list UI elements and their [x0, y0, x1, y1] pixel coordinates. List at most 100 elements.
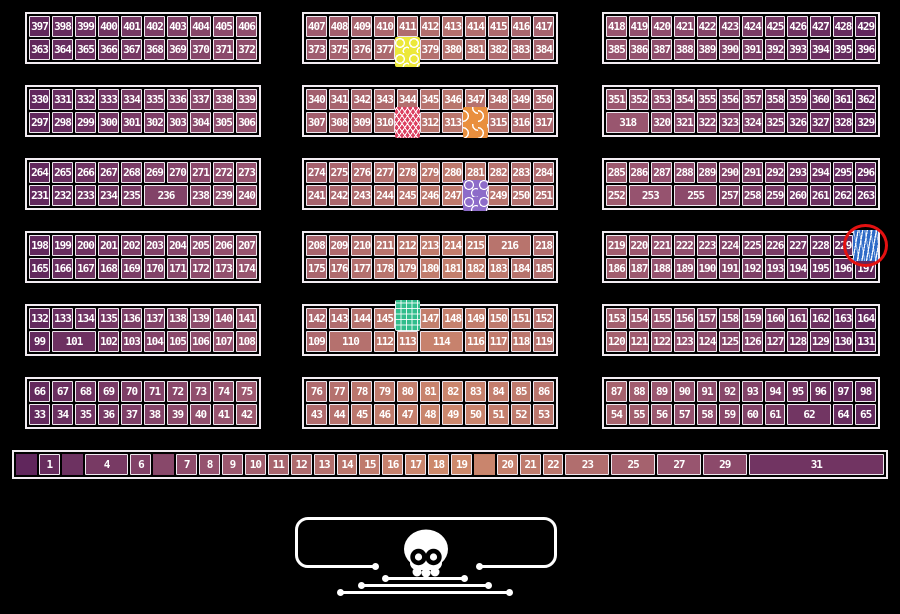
- tile-81[interactable]: 81: [419, 381, 441, 402]
- tile-13[interactable]: 13: [313, 454, 335, 475]
- tile-318[interactable]: 318: [606, 112, 650, 133]
- tile-235[interactable]: 235: [121, 185, 142, 206]
- tile-388[interactable]: 388: [673, 39, 695, 60]
- tile-361[interactable]: 361: [832, 89, 854, 110]
- tile-7[interactable]: 7: [176, 454, 198, 475]
- tile-224[interactable]: 224: [719, 235, 740, 256]
- tile-55[interactable]: 55: [628, 404, 650, 425]
- tile-48[interactable]: 48: [419, 404, 441, 425]
- tile-252[interactable]: 252: [606, 185, 627, 206]
- tile-87[interactable]: 87: [606, 381, 627, 402]
- tile-232[interactable]: 232: [52, 185, 73, 206]
- tile-306[interactable]: 306: [236, 112, 257, 133]
- tile-76[interactable]: 76: [306, 381, 327, 402]
- tile-272[interactable]: 272: [213, 162, 234, 183]
- tile-18[interactable]: 18: [428, 454, 449, 475]
- tile-214[interactable]: 214: [442, 235, 464, 256]
- tile-43[interactable]: 43: [306, 404, 327, 425]
- tile-147[interactable]: 147: [419, 308, 441, 329]
- tile-371[interactable]: 371: [213, 39, 234, 60]
- tile-236[interactable]: 236: [144, 185, 188, 206]
- tile-289[interactable]: 289: [696, 162, 718, 183]
- tile-336[interactable]: 336: [167, 89, 188, 110]
- tile-154[interactable]: 154: [628, 308, 650, 329]
- tile-21[interactable]: 21: [519, 454, 541, 475]
- tile-395[interactable]: 395: [832, 39, 854, 60]
- tile-23[interactable]: 23: [565, 454, 610, 475]
- tile-140[interactable]: 140: [213, 308, 234, 329]
- tile-89[interactable]: 89: [651, 381, 672, 402]
- tile-291[interactable]: 291: [741, 162, 763, 183]
- tile-31[interactable]: 31: [748, 454, 884, 475]
- tile-260[interactable]: 260: [787, 185, 808, 206]
- tile-110[interactable]: 110: [328, 331, 373, 352]
- tile-45[interactable]: 45: [351, 404, 373, 425]
- tile-132[interactable]: 132: [29, 308, 50, 329]
- tile-136[interactable]: 136: [121, 308, 142, 329]
- tile-138[interactable]: 138: [167, 308, 188, 329]
- tile-101[interactable]: 101: [52, 331, 96, 352]
- tile-389[interactable]: 389: [696, 39, 718, 60]
- tile-270[interactable]: 270: [167, 162, 188, 183]
- special-tile-teal[interactable]: [394, 300, 420, 331]
- tile-90[interactable]: 90: [673, 381, 695, 402]
- tile-424[interactable]: 424: [741, 16, 763, 37]
- tile-71[interactable]: 71: [144, 381, 165, 402]
- tile-414[interactable]: 414: [465, 16, 486, 37]
- tile-253[interactable]: 253: [628, 185, 672, 206]
- tile-175[interactable]: 175: [306, 258, 327, 279]
- tile-247[interactable]: 247: [442, 185, 464, 206]
- tile-190[interactable]: 190: [696, 258, 718, 279]
- tile-303[interactable]: 303: [167, 112, 188, 133]
- tile-202[interactable]: 202: [121, 235, 142, 256]
- tile-355[interactable]: 355: [696, 89, 718, 110]
- tile-86[interactable]: 86: [533, 381, 554, 402]
- tile-40[interactable]: 40: [190, 404, 211, 425]
- tile-91[interactable]: 91: [696, 381, 718, 402]
- tile-340[interactable]: 340: [306, 89, 327, 110]
- tile-372[interactable]: 372: [236, 39, 257, 60]
- tile-325[interactable]: 325: [764, 112, 786, 133]
- tile-280[interactable]: 280: [442, 162, 464, 183]
- tile-12[interactable]: 12: [290, 454, 312, 475]
- tile-191[interactable]: 191: [719, 258, 740, 279]
- tile-393[interactable]: 393: [787, 39, 808, 60]
- tile-387[interactable]: 387: [651, 39, 672, 60]
- tile-320[interactable]: 320: [651, 112, 672, 133]
- tile-144[interactable]: 144: [351, 308, 373, 329]
- tile-406[interactable]: 406: [236, 16, 257, 37]
- tile-261[interactable]: 261: [809, 185, 831, 206]
- tile-4[interactable]: 4: [84, 454, 129, 475]
- tile-121[interactable]: 121: [628, 331, 650, 352]
- tile-288[interactable]: 288: [673, 162, 695, 183]
- tile-178[interactable]: 178: [374, 258, 395, 279]
- tile-338[interactable]: 338: [213, 89, 234, 110]
- tile-402[interactable]: 402: [144, 16, 165, 37]
- tile-297[interactable]: 297: [29, 112, 50, 133]
- tile-164[interactable]: 164: [855, 308, 876, 329]
- tile-29[interactable]: 29: [702, 454, 747, 475]
- tile-293[interactable]: 293: [787, 162, 808, 183]
- tile-292[interactable]: 292: [764, 162, 786, 183]
- tile-161[interactable]: 161: [787, 308, 808, 329]
- tile-287[interactable]: 287: [651, 162, 672, 183]
- tile-196[interactable]: 196: [832, 258, 854, 279]
- tile-82[interactable]: 82: [442, 381, 464, 402]
- tile-284[interactable]: 284: [533, 162, 554, 183]
- tile-50[interactable]: 50: [465, 404, 486, 425]
- tile-73[interactable]: 73: [190, 381, 211, 402]
- tile-226[interactable]: 226: [764, 235, 786, 256]
- tile-255[interactable]: 255: [674, 185, 718, 206]
- tile-351[interactable]: 351: [606, 89, 627, 110]
- tile-130[interactable]: 130: [832, 331, 854, 352]
- tile-409[interactable]: 409: [351, 16, 373, 37]
- tile-296[interactable]: 296: [855, 162, 876, 183]
- tile-305[interactable]: 305: [213, 112, 234, 133]
- tile-245[interactable]: 245: [396, 185, 418, 206]
- tile-277[interactable]: 277: [374, 162, 395, 183]
- tile-268[interactable]: 268: [121, 162, 142, 183]
- tile-323[interactable]: 323: [719, 112, 740, 133]
- tile-352[interactable]: 352: [628, 89, 650, 110]
- tile-301[interactable]: 301: [121, 112, 142, 133]
- tile-418[interactable]: 418: [606, 16, 627, 37]
